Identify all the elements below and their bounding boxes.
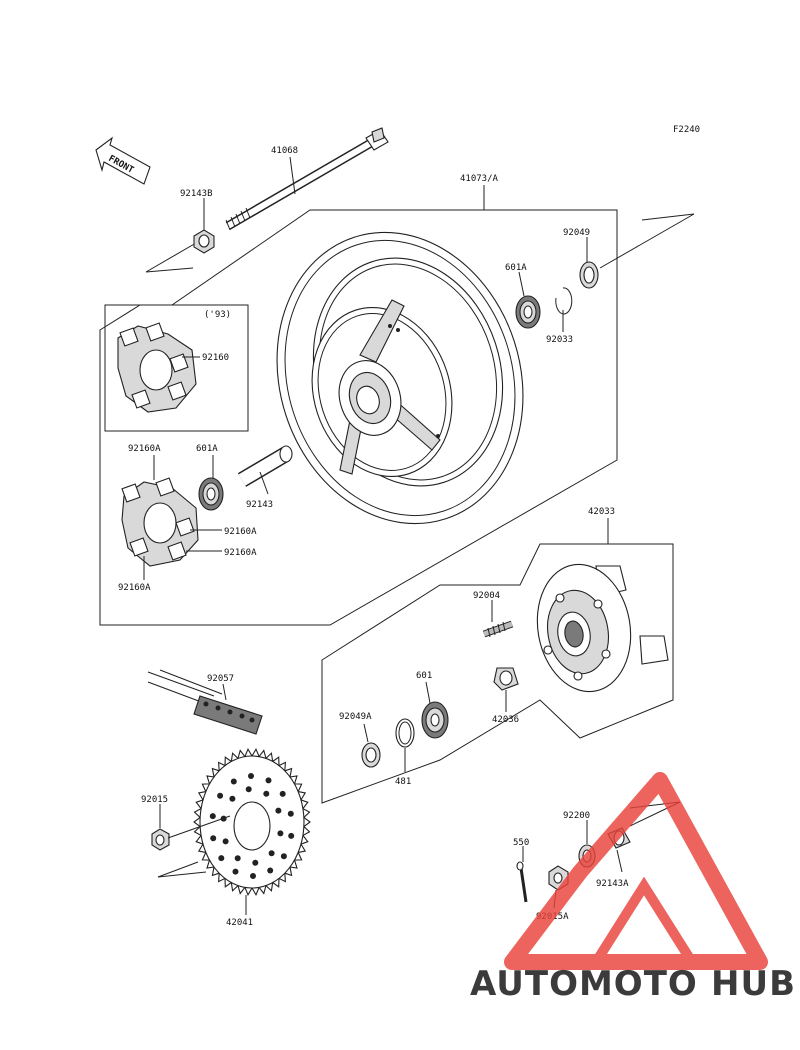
sprocket-hole: [263, 790, 270, 797]
coupling-group-outline: [321, 543, 674, 804]
sprocket-hole: [234, 855, 241, 862]
label-axle-nut: 92143B: [180, 189, 213, 199]
label-cotter-pin: 550: [513, 838, 529, 848]
watermark-text-dark: HUB: [711, 964, 796, 1004]
leader-bearing-coupling: [425, 681, 431, 704]
year-box: [104, 304, 249, 432]
leader-chain: [222, 683, 227, 701]
sprocket-part: [193, 747, 311, 897]
label-collar-a: 92143A: [596, 879, 629, 889]
label-bearing-left: 601A: [196, 444, 218, 454]
label-sprocket: 42041: [226, 918, 253, 928]
axle-nut-part: [193, 229, 215, 254]
label-sleeve: 42036: [492, 715, 519, 725]
watermark-logo: AUTOMOTO HUB: [470, 772, 796, 1004]
label-axle: 41068: [271, 146, 298, 156]
wheel-rim-part: [276, 231, 524, 525]
sprocket-hole: [280, 853, 287, 860]
label-washer: 92200: [563, 811, 590, 821]
watermark-text-light: AUTOMOTO: [470, 964, 698, 1004]
sleeve-part: [493, 667, 519, 691]
leader-spacer: [259, 471, 269, 495]
label-circlip: 92033: [546, 335, 573, 345]
sprocket-hole: [232, 868, 239, 875]
label-damper-a-bottom: 92160A: [118, 583, 151, 593]
sprocket-hole: [218, 855, 225, 862]
axis-arrow-left: [145, 242, 197, 273]
cotter-pin-part: [516, 861, 528, 903]
bearing-right-part: [515, 295, 541, 329]
sprocket-hole: [288, 832, 295, 839]
spacer-part: [237, 445, 293, 487]
sprocket-hole: [279, 790, 286, 797]
label-chain: 92057: [207, 674, 234, 684]
sprocket-hole: [230, 778, 237, 785]
sprocket-hole: [252, 859, 259, 866]
label-spacer: 92143: [246, 500, 273, 510]
sprocket-hole: [265, 777, 272, 784]
sprocket-hole: [268, 850, 275, 857]
leader-collar-coupling: [363, 723, 369, 743]
sprocket-hole: [267, 867, 274, 874]
label-damper-a-1: 92160A: [224, 527, 257, 537]
label-bearing-right: 601A: [505, 263, 527, 273]
label-damper-a-2: 92160A: [224, 548, 257, 558]
label-wheel: 41073/A: [460, 174, 499, 184]
label-stud: 92004: [473, 591, 500, 601]
label-bearing-coupling: 601: [416, 671, 432, 681]
collar-coupling-part: [361, 742, 381, 768]
label-year-note: ('93): [204, 310, 231, 320]
damper-a-part: [121, 477, 199, 567]
damper-93-part: [117, 322, 197, 413]
label-damper-a-top: 92160A: [128, 444, 161, 454]
label-collar-right: 92049: [563, 228, 590, 238]
bearing-left-part: [198, 477, 224, 511]
sprocket-hole: [275, 807, 282, 814]
sprocket-hole: [248, 773, 254, 779]
front-arrow-icon: FRONT: [95, 136, 151, 185]
sprocket-hole: [210, 835, 217, 842]
leader-axle: [289, 156, 296, 195]
axis-arrow-right: [599, 213, 695, 269]
leader-collar-a: [616, 849, 623, 873]
label-collar-coupling: 92049A: [339, 712, 372, 722]
sprocket-hole: [222, 838, 229, 845]
watermark-triangle-icon: [504, 772, 768, 970]
circlip-part: [555, 287, 573, 315]
collar-right-part: [579, 261, 599, 289]
bearing-coupling-part: [421, 701, 449, 739]
label-damper-93: 92160: [202, 353, 229, 363]
oring-part: [395, 718, 415, 748]
sprocket-hole: [229, 795, 236, 802]
sprocket-hole: [287, 810, 294, 817]
sprocket-hole: [250, 873, 256, 879]
stud-part: [482, 620, 514, 638]
chain-part: [147, 669, 263, 735]
axle-part: [225, 127, 389, 231]
coupling-part: [536, 563, 669, 693]
label-sprocket-nut: 92015: [141, 795, 168, 805]
sprocket-hole: [217, 792, 224, 799]
sprocket-hole: [277, 830, 284, 837]
label-oring: 481: [395, 777, 411, 787]
axis-arrow-sprocket: [157, 815, 231, 878]
sprocket-nut-part: [151, 828, 170, 851]
label-coupling: 42033: [588, 507, 615, 517]
sprocket-hole: [245, 786, 252, 793]
figure-code: F2240: [673, 125, 700, 135]
sprocket-hole: [209, 813, 216, 820]
leader-bearing-right: [518, 271, 525, 297]
